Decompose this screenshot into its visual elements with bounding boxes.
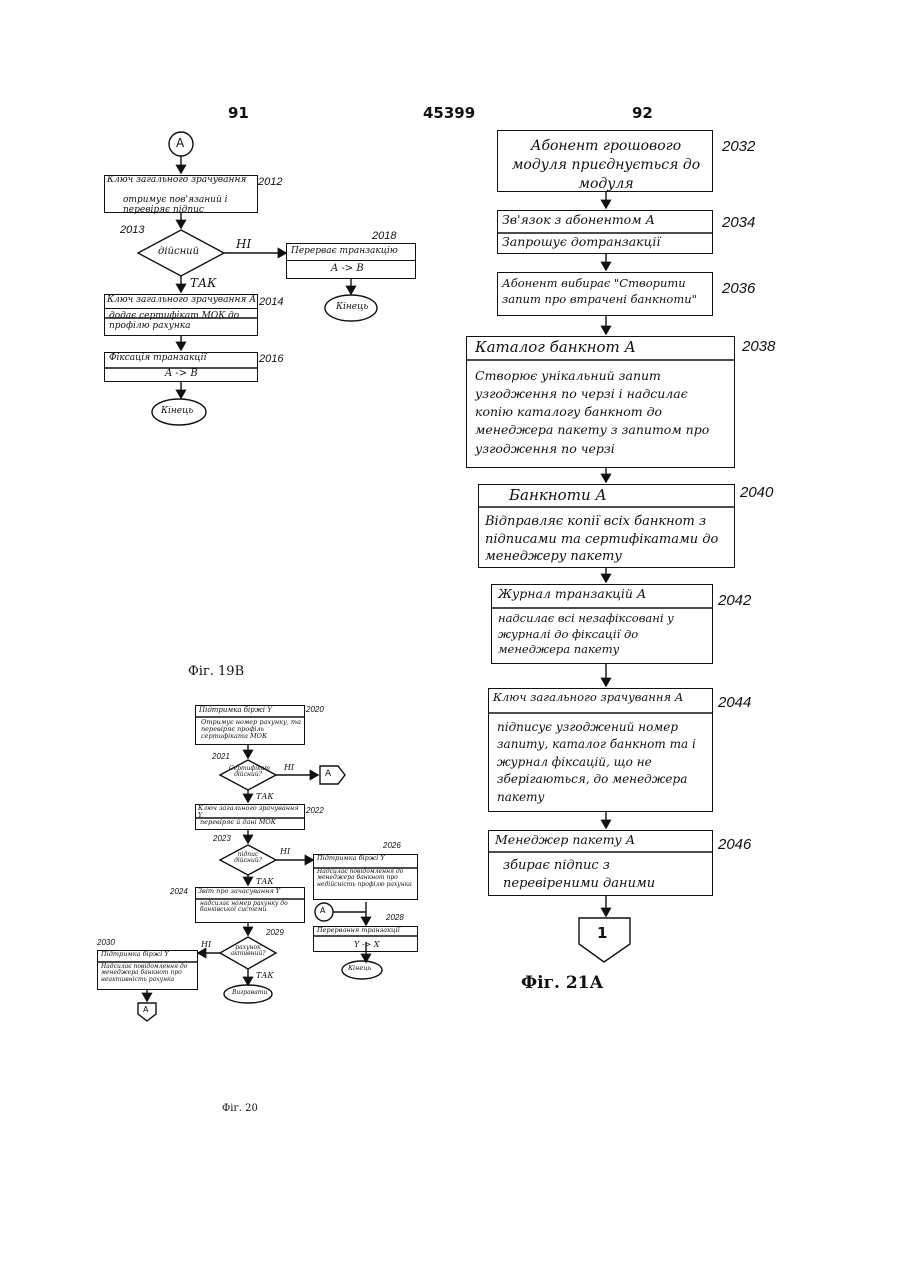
box-2042-title: Журнал транзакцій А <box>498 587 646 601</box>
connector-a-bottom: А <box>143 1005 148 1014</box>
box-2026-body: Надсилає повідомлення до менеджера банкн… <box>317 869 415 888</box>
box-2042-body: надсилає всі незафіксовані у журналі до … <box>498 611 710 658</box>
ref-2020: 2020 <box>306 705 324 714</box>
box-2018-title: Перерває транзакцію <box>291 246 398 256</box>
process-box-2024: Звіт про зачасування Y надсилає номер ра… <box>195 887 305 923</box>
box-2040-body: Відправляє копії всіх банкнот з підписам… <box>485 513 731 566</box>
box-2014-title: Ключ загального зрачування А <box>107 295 256 305</box>
box-2016-body: A -> B <box>165 368 198 380</box>
process-box-2034: Зв'язок з абонентом А Запрошує дотранзак… <box>497 210 713 254</box>
ref-2036: 2036 <box>722 280 755 297</box>
ref-2040: 2040 <box>740 484 773 501</box>
box-2044-body: підписує узгоджений номер запиту, катало… <box>497 719 707 806</box>
ref-2042: 2042 <box>718 592 751 609</box>
box-2046-body: збирає підпис з перевіреними даними <box>503 857 703 892</box>
offpage-connector-1: 1 <box>597 924 607 942</box>
box-2024-title: Звіт про зачасування Y <box>198 888 280 895</box>
fig-20-caption: Фіг. 20 <box>222 1103 258 1114</box>
end-bottom-label: Кінець <box>161 406 193 416</box>
ref-2028: 2028 <box>386 913 404 922</box>
box-2018-body: A -> B <box>331 263 364 275</box>
fig-19b-caption: Фіг. 19B <box>188 664 244 679</box>
ref-2012: 2012 <box>258 176 282 188</box>
process-box-2014: Ключ загального зрачування А додає серти… <box>104 294 258 336</box>
ref-2022: 2022 <box>306 806 324 815</box>
box-2034-title: Зв'язок з абонентом А <box>502 213 655 227</box>
box-2016-title: Фіксація транзакції <box>109 353 206 363</box>
connector-a-right: А <box>325 769 331 779</box>
box-2022-body: перевіряє й дані МОК <box>200 819 276 826</box>
box-2044-title: Ключ загального зрачування А <box>493 691 683 704</box>
box-2014-divider <box>104 308 258 309</box>
box-2032-body: Абонент грошового модуля приєднується до… <box>506 137 706 194</box>
fig-21a-caption: Фіг. 21А <box>521 973 603 993</box>
decision-2013-label: дійсний <box>158 246 199 258</box>
box-2040-title: Банкноти А <box>509 487 607 504</box>
ref-2018: 2018 <box>372 230 396 242</box>
end-right-label: Кінець <box>336 302 368 312</box>
end-bottom-label: Вигравати <box>232 990 267 997</box>
decision-2023-label: підпис дійсний? <box>230 852 266 865</box>
box-2026-title: Підтримка біржі Y <box>317 855 385 862</box>
box-2024-body: надсилає номер рахунку до банківської си… <box>200 901 302 914</box>
ref-2038: 2038 <box>742 338 775 355</box>
process-box-2032: Абонент грошового модуля приєднується до… <box>497 130 713 192</box>
end-mid-label: Кінець <box>348 965 371 972</box>
connector-a-top: А <box>176 136 184 150</box>
ref-2046: 2046 <box>718 836 751 853</box>
ref-2030: 2030 <box>97 938 115 947</box>
no-label-1: НІ <box>284 763 294 772</box>
process-box-2040: Банкноти А Відправляє копії всіх банкнот… <box>478 484 735 568</box>
process-box-2036: Абонент вибирає "Створити запит про втра… <box>497 272 713 316</box>
box-2036-body: Абонент вибирає "Створити запит про втра… <box>502 275 710 307</box>
box-2034-body: Запрошує дотранзакції <box>502 235 660 249</box>
ref-2032: 2032 <box>722 138 755 155</box>
ref-2021: 2021 <box>212 752 230 761</box>
box-2038-body: Створює унікальний запит узгодження по ч… <box>475 367 727 458</box>
process-box-2028: Перервання транзакції Y -> X <box>313 926 418 952</box>
ref-2026: 2026 <box>383 841 401 850</box>
ref-2023: 2023 <box>213 834 231 843</box>
yes-label-3: ТАК <box>256 971 274 980</box>
process-box-2026: Підтримка біржі Y Надсилає повідомлення … <box>313 854 418 900</box>
box-2046-title: Менеджер пакету А <box>495 833 635 847</box>
no-label-3: НІ <box>201 940 211 949</box>
ref-2044: 2044 <box>718 694 751 711</box>
decision-2029-label: рахунок активний? <box>228 945 268 958</box>
box-2030-body: Надсилає повідомлення до менеджера банкн… <box>101 964 195 983</box>
box-2030-title: Підтримка біржі Y <box>101 951 169 958</box>
box-2020-title: Підтримка біржі Y <box>199 706 272 714</box>
process-box-2042: Журнал транзакцій А надсилає всі незафік… <box>491 584 713 664</box>
process-box-2030: Підтримка біржі Y Надсилає повідомлення … <box>97 950 198 990</box>
box-2020-body: Отримує номер рахунку, та перевіряє проф… <box>201 719 301 739</box>
box-2028-body: Y -> X <box>354 940 379 949</box>
process-box-2046: Менеджер пакету А збирає підпис з переві… <box>488 830 713 896</box>
process-box-2016: Фіксація транзакції A -> B <box>104 352 258 382</box>
yes-label-2: ТАК <box>256 877 274 886</box>
box-2038-title: Каталог банкнот А <box>475 339 636 356</box>
process-box-2044: Ключ загального зрачування А підписує уз… <box>488 688 713 812</box>
no-label-2: НІ <box>280 847 290 856</box>
process-box-2038: Каталог банкнот А Створює унікальний зап… <box>466 336 735 468</box>
ref-2029: 2029 <box>266 928 284 937</box>
ref-2013: 2013 <box>120 224 144 236</box>
box-2018-divider <box>286 260 416 261</box>
box-2012-frame <box>104 175 258 213</box>
process-box-2020: Підтримка біржі Y Отримує номер рахунку,… <box>195 705 305 745</box>
branch-no-label: НІ <box>236 238 251 252</box>
branch-yes-label: ТАК <box>190 277 216 291</box>
process-box-2022: Ключ загального зрачування Y перевіряє й… <box>195 804 305 830</box>
ref-2016: 2016 <box>259 353 283 365</box>
connector-a-mid: А <box>320 906 325 915</box>
process-box-2018: Перерває транзакцію A -> B <box>286 243 416 279</box>
yes-label-1: ТАК <box>256 792 274 801</box>
ref-2024: 2024 <box>170 887 188 896</box>
ref-2034: 2034 <box>722 214 755 231</box>
box-2014-body: додає сертифікат МОК до профілю рахунка <box>109 311 255 332</box>
box-2028-title: Перервання транзакції <box>317 927 400 934</box>
ref-2014: 2014 <box>259 296 283 308</box>
decision-2021-label: Сертифікат дійсний? <box>229 766 267 779</box>
